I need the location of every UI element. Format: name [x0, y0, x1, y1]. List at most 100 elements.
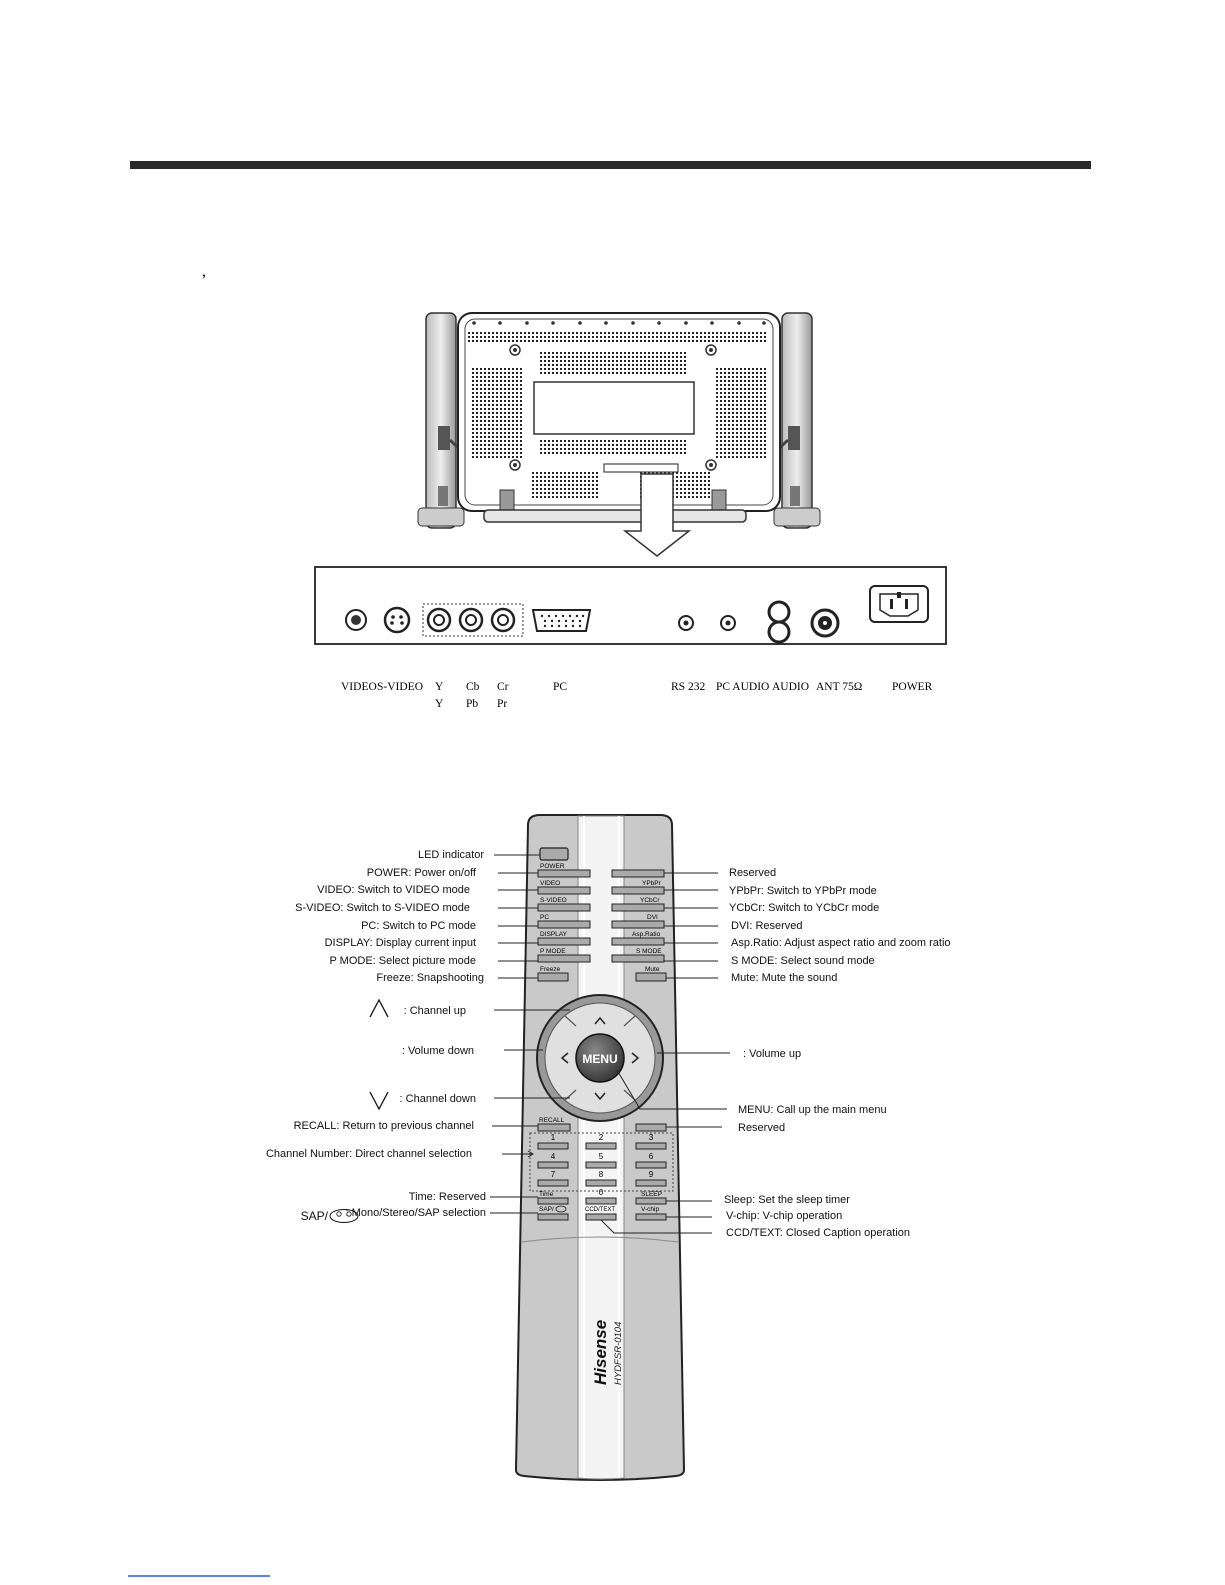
- leader-lines: [490, 854, 730, 1234]
- led-indicator: [539, 847, 569, 861]
- callout-dvi: DVI: Reserved: [731, 920, 803, 932]
- digit-4-button[interactable]: 4: [537, 1152, 569, 1169]
- digit-3-button[interactable]: 3: [635, 1133, 667, 1150]
- callout-volume-up: : Volume up: [743, 1048, 801, 1060]
- digit-9-button[interactable]: 9: [635, 1170, 667, 1187]
- label-rs232: RS 232: [671, 681, 705, 693]
- svg-text:3: 3: [649, 1133, 654, 1142]
- callout-power: POWER: Power on/off: [367, 867, 477, 879]
- callout-sap: : Mono/Stereo/SAP selection: [346, 1207, 486, 1219]
- svg-text:PC: PC: [540, 914, 549, 921]
- svg-text:2: 2: [599, 1133, 604, 1142]
- label-audio: AUDIO: [772, 681, 809, 693]
- digit-2-button[interactable]: 2: [585, 1133, 617, 1150]
- left-buttons: POWER VIDEO S-VIDEO PC DISPLAY P MODE Fr…: [537, 863, 591, 982]
- svg-text:MENU: MENU: [582, 1052, 617, 1066]
- callout-freeze: Freeze: Snapshooting: [376, 972, 484, 984]
- callout-reserved-recall: Reserved: [738, 1122, 785, 1134]
- display-button[interactable]: DISPLAY: [537, 931, 591, 946]
- pc-vga-port: [531, 609, 592, 632]
- svg-text:V-chip: V-chip: [641, 1206, 659, 1213]
- svg-text:SAP/: SAP/: [539, 1206, 554, 1213]
- callout-reserved-top: Reserved: [729, 867, 776, 879]
- channel-down-button[interactable]: [594, 1092, 606, 1101]
- label-pb: Pb: [466, 698, 478, 710]
- svg-text:S MODE: S MODE: [636, 948, 662, 955]
- callout-asp-ratio: Asp.Ratio: Adjust aspect ratio and zoom …: [731, 937, 951, 949]
- asp-ratio-button[interactable]: Asp.Ratio: [611, 931, 665, 946]
- channel-up-button[interactable]: [594, 1016, 606, 1025]
- svg-text:YPbPr: YPbPr: [642, 880, 662, 887]
- digit-5-button[interactable]: 5: [585, 1152, 617, 1169]
- svg-text:Mute: Mute: [645, 966, 660, 973]
- volume-up-button[interactable]: [631, 1052, 640, 1064]
- sap-button[interactable]: SAP/: [537, 1205, 569, 1221]
- svg-text:Asp.Ratio: Asp.Ratio: [632, 931, 661, 938]
- callout-p-mode: P MODE: Select picture mode: [329, 955, 476, 967]
- left-callouts: LED indicator POWER: Power on/off VIDEO:…: [266, 849, 486, 1223]
- connector-labels: VIDEO S-VIDEO Y Cb Cr PC RS 232 PC AUDIO…: [341, 681, 933, 710]
- freeze-button[interactable]: Freeze: [537, 966, 569, 982]
- label-power: POWER: [892, 681, 933, 693]
- svg-text:RECALL: RECALL: [539, 1117, 565, 1124]
- digit-0-button[interactable]: 0: [585, 1188, 617, 1205]
- time-button[interactable]: Time: [537, 1191, 569, 1205]
- s-video-jack: [383, 606, 411, 634]
- svg-text:8: 8: [599, 1170, 604, 1179]
- digit-7-button[interactable]: 7: [537, 1170, 569, 1187]
- svg-text:HYDFSR-0104: HYDFSR-0104: [613, 1322, 624, 1385]
- pc-button[interactable]: PC: [537, 914, 591, 929]
- label-pc: PC: [553, 681, 567, 693]
- svg-text:CCD/TEXT: CCD/TEXT: [585, 1207, 615, 1213]
- volume-down-button[interactable]: [560, 1052, 569, 1064]
- menu-button[interactable]: MENU: [575, 1033, 625, 1083]
- digit-1-button[interactable]: 1: [537, 1133, 569, 1150]
- label-cb: Cb: [466, 681, 480, 693]
- svg-text:7: 7: [551, 1170, 556, 1179]
- svg-text:VIDEO: VIDEO: [540, 880, 560, 887]
- callout-ccd-text: CCD/TEXT: Closed Caption operation: [726, 1227, 910, 1239]
- callout-channel-down: : Channel down: [400, 1093, 476, 1105]
- svg-text:4: 4: [551, 1152, 556, 1161]
- cb-jack: [458, 607, 484, 633]
- label-y2: Y: [435, 698, 444, 710]
- callout-ycbcr: YCbCr: Switch to YCbCr mode: [729, 902, 879, 914]
- digit-8-button[interactable]: 8: [585, 1170, 617, 1187]
- callout-display: DISPLAY: Display current input: [325, 937, 476, 949]
- reserved-top-button[interactable]: [611, 869, 665, 878]
- label-pr: Pr: [497, 698, 507, 710]
- callout-v-chip: V-chip: V-chip operation: [726, 1210, 842, 1222]
- callout-ypbpr: YPbPr: Switch to YPbPr mode: [729, 885, 877, 897]
- mute-button[interactable]: Mute: [635, 966, 667, 982]
- video-jack: [345, 609, 367, 631]
- channel-down-symbol: [369, 1091, 389, 1111]
- callout-s-mode: S MODE: Select sound mode: [731, 955, 875, 967]
- p-mode-button[interactable]: P MODE: [537, 948, 591, 963]
- callout-channel-number: Channel Number: Direct channel selection: [266, 1148, 472, 1160]
- digit-6-button[interactable]: 6: [635, 1152, 667, 1169]
- header-rule: [130, 161, 1091, 169]
- callout-menu: MENU: Call up the main menu: [738, 1104, 887, 1116]
- label-pc-audio: PC AUDIO: [716, 681, 769, 693]
- callout-channel-up: : Channel up: [404, 1005, 466, 1017]
- s-mode-button[interactable]: S MODE: [611, 948, 665, 963]
- ccd-text-button[interactable]: CCD/TEXT: [585, 1207, 617, 1221]
- label-s-video: S-VIDEO: [377, 681, 423, 693]
- callout-pc: PC: Switch to PC mode: [361, 920, 476, 932]
- sleep-button[interactable]: SLEEP: [635, 1191, 667, 1205]
- callout-time: Time: Reserved: [409, 1191, 486, 1203]
- svg-text:6: 6: [649, 1152, 654, 1161]
- reserved-recall-right-button[interactable]: [635, 1123, 667, 1132]
- callout-volume-down: : Volume down: [402, 1045, 474, 1057]
- svg-text:POWER: POWER: [540, 863, 565, 870]
- antenna-jack: [810, 608, 840, 638]
- stray-mark: ,: [202, 263, 206, 280]
- model-number: HYDFSR-0104: [613, 1322, 624, 1385]
- sap-symbol: [329, 1209, 359, 1223]
- callout-led: LED indicator: [418, 849, 484, 861]
- recall-button[interactable]: RECALL: [537, 1117, 571, 1132]
- dvi-button[interactable]: DVI: [611, 914, 665, 929]
- svg-text:Freeze: Freeze: [540, 966, 561, 973]
- svg-text:P MODE: P MODE: [540, 948, 566, 955]
